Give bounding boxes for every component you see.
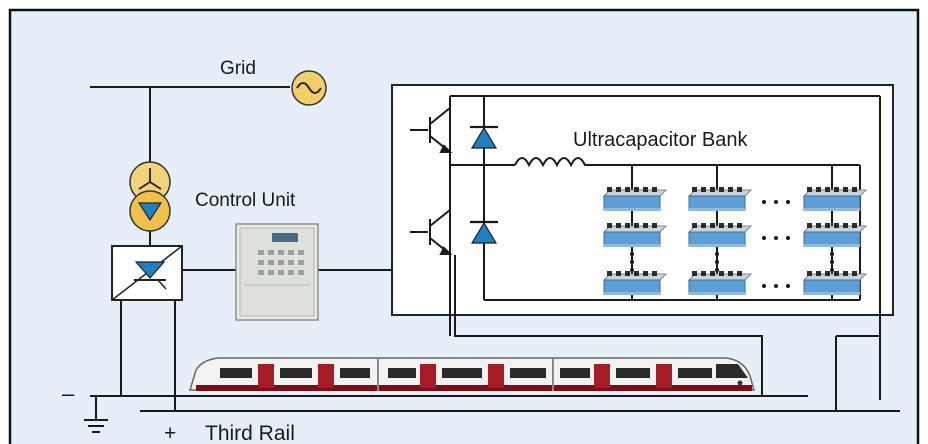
diode-icon — [470, 220, 498, 244]
ellipsis-dot — [762, 236, 766, 240]
diode-icon — [470, 125, 498, 149]
ultracapacitor-module-icon — [687, 223, 753, 247]
ellipsis-dot — [830, 268, 834, 272]
ultracapacitor-module-icon — [602, 187, 668, 211]
ellipsis-dot — [715, 252, 719, 256]
ellipsis-dot — [774, 284, 778, 288]
ellipsis-dot — [630, 268, 634, 272]
ellipsis-dot — [762, 200, 766, 204]
plus-sign: + — [164, 422, 176, 444]
ellipsis-dot — [630, 252, 634, 256]
ultracapacitor-module-icon — [802, 187, 868, 211]
control-unit-label: Control Unit — [195, 190, 296, 211]
igbt-switch-icon — [410, 209, 453, 255]
ellipsis-dot — [715, 268, 719, 272]
ellipsis-dot — [774, 236, 778, 240]
ultracapacitor-module-icon — [687, 187, 753, 211]
train-icon — [188, 357, 755, 391]
ellipsis-dot — [786, 236, 790, 240]
third-rail-label: Third Rail — [205, 422, 295, 444]
ellipsis-dot — [786, 200, 790, 204]
ultracapacitor-bank-label: Ultracapacitor Bank — [573, 129, 749, 151]
transformer-icon — [129, 161, 171, 232]
ultracapacitor-module-icon — [802, 223, 868, 247]
grid-label: Grid — [220, 58, 256, 79]
thyristor-rectifier-icon — [111, 245, 183, 301]
ultracapacitor-module-icon — [602, 271, 668, 295]
ellipsis-dot — [630, 260, 634, 264]
ultracapacitor-module-icon — [687, 271, 753, 295]
rectifier-output-wires — [120, 300, 176, 411]
control-cabinet-icon — [235, 223, 319, 321]
inductor-icon — [514, 157, 590, 168]
ellipsis-dot — [762, 284, 766, 288]
grid-bus — [90, 86, 290, 165]
ellipsis-dot — [786, 284, 790, 288]
ultracapacitor-modules — [602, 187, 868, 295]
ground-icon — [84, 396, 108, 433]
ellipsis-dot — [830, 252, 834, 256]
ellipsis-dot — [774, 200, 778, 204]
minus-sign: – — [62, 381, 75, 406]
ultracapacitor-module-icon — [802, 271, 868, 295]
ellipsis-dot — [715, 260, 719, 264]
ultracapacitor-ellipsis — [630, 200, 834, 288]
ellipsis-dot — [830, 260, 834, 264]
igbt-switch-icon — [410, 107, 453, 153]
ultracapacitor-module-icon — [602, 223, 668, 247]
ac-source-icon — [291, 70, 327, 106]
